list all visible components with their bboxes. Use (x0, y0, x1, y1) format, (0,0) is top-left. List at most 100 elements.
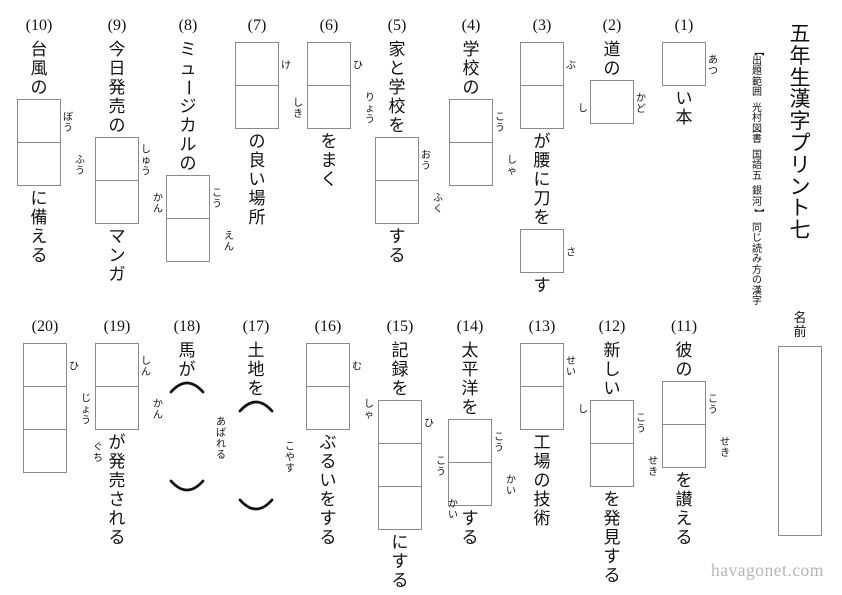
problem-text: に備える (30, 189, 48, 265)
answer-box-group: こうしゃ (449, 99, 517, 186)
answer-box[interactable] (375, 180, 419, 224)
answer-box-group: あつ (662, 42, 718, 86)
problem-text: ぶるいをする (319, 433, 337, 547)
furigana-reading: こう (495, 112, 505, 134)
answer-box-group: こうえん (166, 175, 234, 262)
problem-text: を発見する (603, 490, 621, 585)
furigana-reading: しゅう (141, 144, 151, 178)
answer-box[interactable] (448, 462, 492, 506)
answer-box[interactable] (520, 386, 564, 430)
problem-8: (8)ミュージカルのこうえん (166, 16, 234, 265)
answer-box[interactable] (520, 42, 564, 86)
problem-text: 太平洋を (461, 341, 479, 417)
problem-number: (5) (387, 17, 407, 34)
answer-box[interactable] (662, 424, 706, 468)
furigana-reading: ぐち (93, 442, 103, 464)
furigana-reading: け (281, 60, 291, 72)
answer-box-group: ぼうふう (17, 99, 85, 186)
problem-text: が発売される (108, 433, 126, 547)
answer-box[interactable] (17, 99, 61, 143)
problem-number: (9) (107, 17, 127, 34)
problem-number: (14) (456, 318, 484, 335)
problem-number: (3) (532, 17, 552, 34)
answer-box[interactable] (306, 343, 350, 387)
problem-number: (18) (173, 318, 201, 335)
problem-text: 記録を (391, 341, 409, 398)
furigana-reading: しゃ (507, 155, 517, 177)
answer-box-group: しんかん (95, 343, 163, 430)
answer-box-group: けしき (235, 42, 303, 129)
problem-text: い本 (675, 89, 693, 127)
furigana-reading: あつ (708, 55, 718, 77)
answer-box[interactable] (448, 419, 492, 463)
answer-box[interactable] (235, 85, 279, 129)
answer-box[interactable] (590, 443, 634, 487)
answer-box-group: むしゃ (306, 343, 374, 430)
answer-parens[interactable]: あばれる (165, 379, 226, 499)
problem-text: マンガ (108, 227, 126, 284)
problem-17: (17)土地をこやす (234, 317, 295, 518)
furigana-reading: し (578, 404, 588, 416)
answer-box[interactable] (590, 80, 634, 124)
problem-text: ミュージカルの (178, 40, 198, 173)
furigana-reading: こう (636, 413, 646, 435)
answer-box[interactable] (520, 85, 564, 129)
problem-20: (20)ひじょうぐち (23, 317, 103, 476)
answer-box[interactable] (23, 429, 67, 473)
name-input-box[interactable] (778, 346, 822, 536)
answer-box[interactable] (378, 486, 422, 530)
answer-box[interactable] (23, 386, 67, 430)
answer-box[interactable] (520, 229, 564, 273)
problem-number: (6) (319, 17, 339, 34)
problem-18: (18)馬があばれる (165, 317, 226, 499)
problem-number: (10) (25, 17, 53, 34)
answer-box[interactable] (378, 443, 422, 487)
furigana-reading: かど (636, 93, 646, 115)
answer-parens[interactable]: こやす (234, 398, 295, 518)
problem-15: (15)記録をひこうかいにする (378, 317, 458, 590)
problem-text: 台風の (30, 40, 48, 97)
furigana-reading: しん (141, 356, 151, 378)
paren-close (236, 497, 276, 518)
answer-box[interactable] (166, 218, 210, 262)
answer-box[interactable] (307, 85, 351, 129)
problem-number: (15) (386, 318, 414, 335)
answer-box[interactable] (166, 175, 210, 219)
furigana-reading: せい (566, 356, 576, 378)
problem-number: (17) (242, 318, 270, 335)
answer-box-group: ぶし (520, 42, 588, 129)
problem-3: (3)ぶしが腰に刀をさす (520, 16, 588, 295)
answer-box[interactable] (235, 42, 279, 86)
answer-box[interactable] (378, 400, 422, 444)
answer-box[interactable] (23, 343, 67, 387)
answer-box[interactable] (95, 180, 139, 224)
answer-box[interactable] (520, 343, 564, 387)
problem-text: する (388, 227, 406, 265)
answer-box[interactable] (590, 400, 634, 444)
answer-box[interactable] (306, 386, 350, 430)
answer-box[interactable] (662, 381, 706, 425)
furigana-reading: ひ (69, 361, 79, 373)
problem-19: (19)しんかんが発売される (95, 317, 163, 547)
problem-number: (12) (598, 318, 626, 335)
answer-box-group: さ (520, 229, 576, 273)
furigana-reading: こやす (285, 441, 295, 475)
problem-12: (12)新しいこうせきを発見する (590, 317, 658, 585)
answer-box[interactable] (307, 42, 351, 86)
answer-box[interactable] (449, 142, 493, 186)
answer-box[interactable] (375, 137, 419, 181)
furigana-reading: し (578, 103, 588, 115)
answer-box[interactable] (95, 386, 139, 430)
problem-number: (2) (602, 17, 622, 34)
furigana-reading: ひ (353, 60, 363, 72)
furigana-reading: せき (720, 437, 730, 459)
problem-1: (1) あつい本 (662, 16, 718, 127)
answer-box[interactable] (449, 99, 493, 143)
answer-box[interactable] (95, 137, 139, 181)
answer-box[interactable] (17, 142, 61, 186)
answer-box[interactable] (95, 343, 139, 387)
problem-7: (7)けしきの良い場所 (235, 16, 303, 227)
furigana-reading: ふく (433, 193, 443, 215)
problem-number: (1) (674, 17, 694, 34)
answer-box[interactable] (662, 42, 706, 86)
